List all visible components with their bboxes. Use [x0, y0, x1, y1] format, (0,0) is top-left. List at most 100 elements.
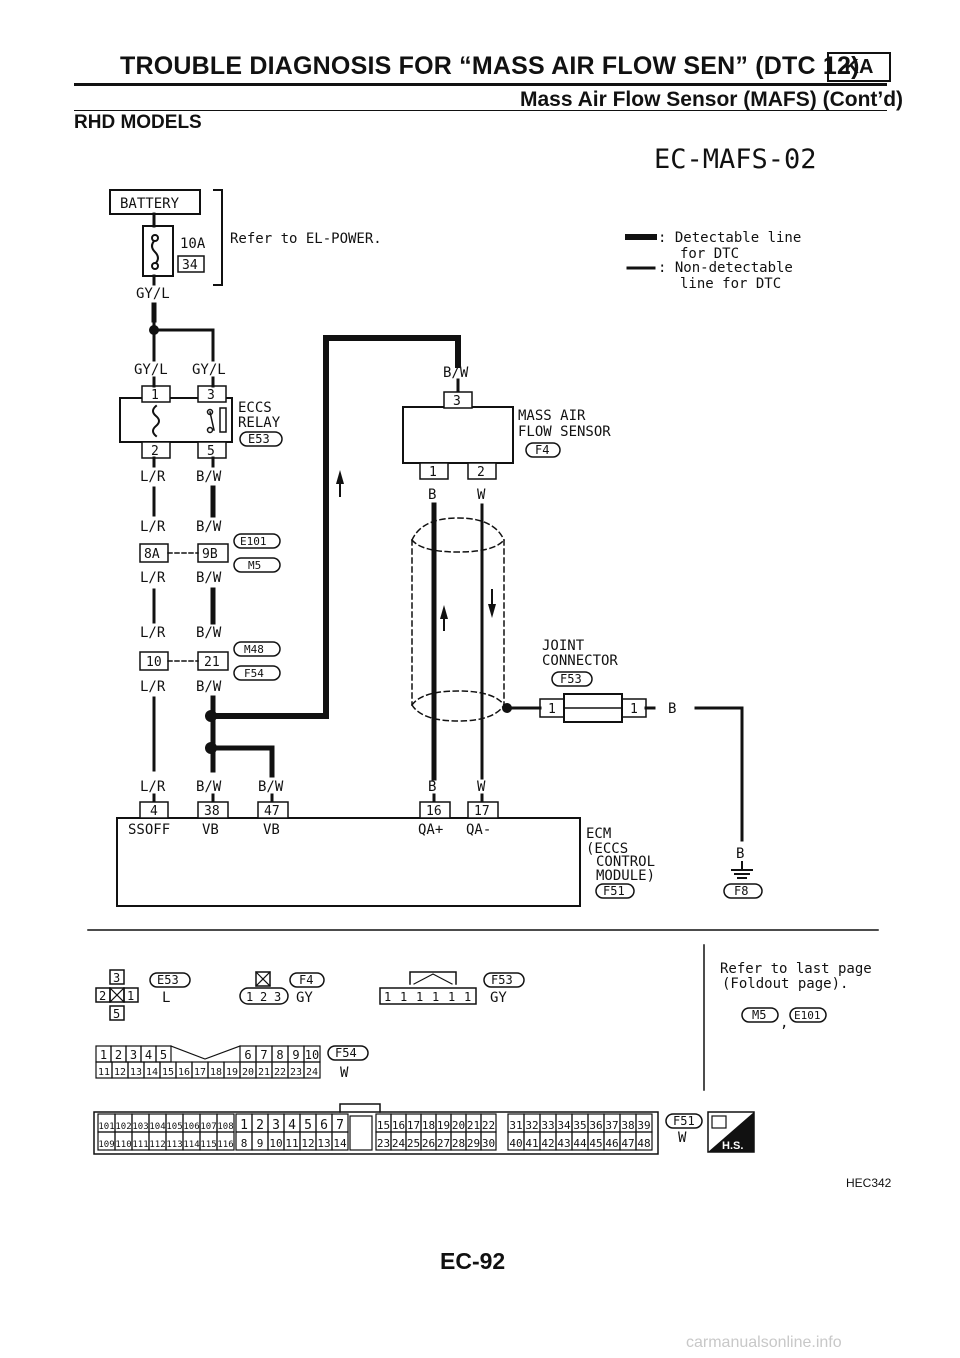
- pin-label: 11: [285, 1137, 298, 1150]
- f51-housing: [93, 1111, 659, 1155]
- page-title: TROUBLE DIAGNOSIS FOR “MASS AIR FLOW SEN…: [120, 52, 860, 80]
- jc-pin-right: 1: [630, 702, 638, 717]
- refer-comma: ,: [780, 1015, 788, 1031]
- joint1-pin-9b: 9B: [202, 547, 218, 562]
- maf-name-2: FLOW SENSOR: [518, 424, 611, 440]
- pin-label: 31: [509, 1119, 522, 1132]
- f4-pin-1: 1: [246, 990, 253, 1004]
- pin-label: 4: [288, 1118, 296, 1133]
- pin-label: 5: [160, 1048, 167, 1062]
- wire-lr-ecm: L/R: [140, 779, 166, 795]
- pin-label: 21: [467, 1119, 480, 1132]
- maf-pin-3: 3: [453, 394, 461, 409]
- jc-pin-left: 1: [548, 702, 556, 717]
- wire-lr-4: L/R: [140, 625, 166, 641]
- f51-color: W: [678, 1130, 687, 1146]
- ecm-pin-17: 17: [474, 804, 490, 819]
- watermark: carmanualsonline.info: [686, 1334, 842, 1351]
- wire-lr-3: L/R: [140, 570, 166, 586]
- pin-label: 48: [637, 1137, 650, 1150]
- e53-color: L: [162, 990, 170, 1006]
- pin-cell: [216, 1131, 235, 1151]
- jc-connector: F53: [560, 672, 582, 686]
- pin-label: 34: [557, 1119, 571, 1132]
- maf-pin-2: 2: [477, 465, 485, 480]
- pin-label: 9: [292, 1048, 299, 1062]
- wire-lr-2: L/R: [140, 519, 166, 535]
- pin-label: 35: [573, 1119, 586, 1132]
- pin-label: 109: [98, 1140, 114, 1150]
- pin-label: 20: [242, 1067, 254, 1078]
- maf-name-1: MASS AIR: [518, 408, 586, 424]
- pin-label: 103: [132, 1122, 148, 1132]
- f53-pin: 1: [432, 990, 439, 1004]
- wire-w-maf: W: [477, 487, 486, 503]
- e53-pin-5: 5: [113, 1007, 120, 1021]
- pin-label: 3: [272, 1118, 280, 1133]
- e53-pin-3: 3: [113, 971, 120, 985]
- f54-color: W: [340, 1065, 349, 1081]
- section-label: RHD MODELS: [74, 112, 202, 133]
- ecm-name-4: MODULE): [596, 868, 655, 884]
- pin-label: 13: [130, 1067, 142, 1078]
- pin-label: 43: [557, 1137, 570, 1150]
- pin-label: 41: [525, 1137, 538, 1150]
- relay-pin-1: 1: [151, 388, 159, 403]
- pin-label: 39: [637, 1119, 650, 1132]
- wire-b-jc: B: [668, 701, 676, 717]
- wire-bw-ecm1: B/W: [196, 779, 222, 795]
- pin-label: 101: [98, 1122, 114, 1132]
- wire-b-ecm: B: [428, 779, 436, 795]
- pin-label: 21: [258, 1067, 270, 1078]
- pin-label: 104: [149, 1122, 165, 1132]
- ecm-term-ssoff: SSOFF: [128, 822, 170, 838]
- legend-detectable-2: for DTC: [680, 246, 739, 262]
- ecm-pin-47: 47: [264, 804, 280, 819]
- pin-label: 8: [276, 1048, 283, 1062]
- pin-label: 17: [407, 1119, 420, 1132]
- ecm-name-3: CONTROL: [596, 854, 655, 870]
- pin-label: 13: [317, 1137, 330, 1150]
- legend-nondetectable-2: line for DTC: [680, 276, 781, 292]
- jc-name-1: JOINT: [542, 638, 585, 654]
- legend-detectable: : Detectable line: [658, 230, 801, 246]
- pin-label: 16: [178, 1067, 190, 1078]
- refer-conn-m5: M5: [752, 1008, 766, 1022]
- pin-label: 24: [306, 1067, 318, 1078]
- pin-label: 3: [130, 1048, 137, 1062]
- page-subtitle: Mass Air Flow Sensor (MAFS) (Cont’d): [520, 88, 904, 111]
- joint2-pin-10: 10: [146, 655, 162, 670]
- joint1-conn-m5: M5: [248, 559, 261, 572]
- f51-id: F51: [673, 1114, 695, 1128]
- pin-label: 24: [392, 1137, 406, 1150]
- pin-label: 105: [166, 1122, 182, 1132]
- pin-label: 20: [452, 1119, 465, 1132]
- f53-pin: 1: [384, 990, 391, 1004]
- pin-label: 112: [149, 1140, 165, 1150]
- pin-label: 23: [290, 1067, 302, 1078]
- refer-last-page: Refer to last page: [720, 961, 872, 977]
- pin-label: 28: [452, 1137, 465, 1150]
- f53-pin: 1: [400, 990, 407, 1004]
- pin-cell: [331, 1131, 349, 1151]
- ecm-term-qa-minus: QA-: [466, 822, 491, 838]
- joint2-conn-f54: F54: [244, 667, 264, 680]
- jc-name-2: CONNECTOR: [542, 653, 618, 669]
- ecm-name-2: (ECCS: [586, 841, 628, 857]
- wire-lr-5: L/R: [140, 679, 166, 695]
- e53-pin-2: 2: [99, 989, 106, 1003]
- pin-label: 45: [589, 1137, 602, 1150]
- f53-pin: 1: [448, 990, 455, 1004]
- pin-label: 36: [589, 1119, 602, 1132]
- pin-cell: [480, 1131, 497, 1151]
- pin-label: 111: [132, 1140, 148, 1150]
- pin-label: 6: [320, 1118, 328, 1133]
- wire-bw-ecm2: B/W: [258, 779, 284, 795]
- wire-bw-4: B/W: [196, 625, 222, 641]
- pin-label: 106: [183, 1122, 199, 1132]
- pin-cell: [635, 1131, 653, 1151]
- pin-label: 29: [467, 1137, 480, 1150]
- fuse-rating: 10A: [180, 236, 206, 252]
- pin-label: 14: [146, 1067, 158, 1078]
